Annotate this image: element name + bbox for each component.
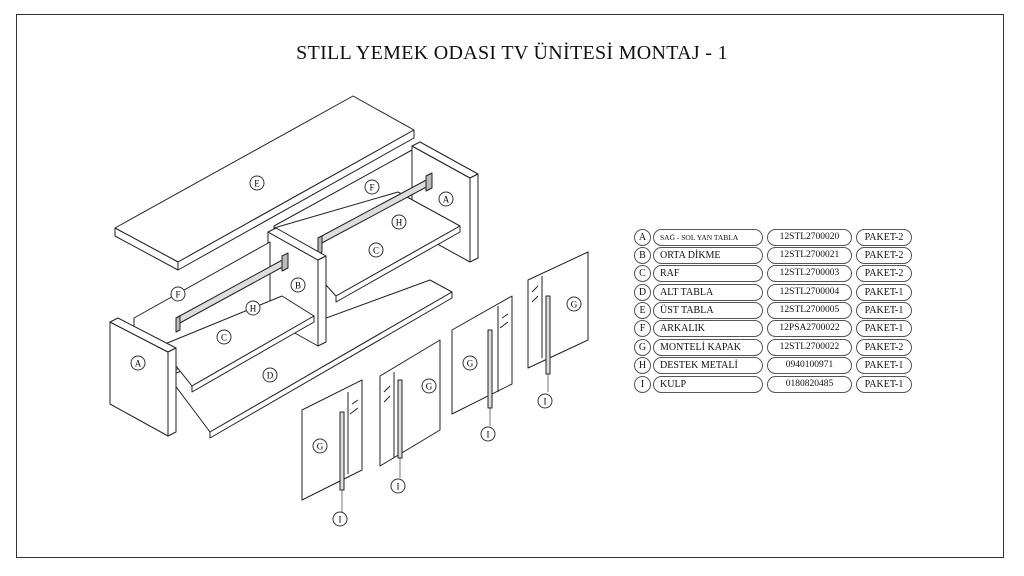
callout-c: C bbox=[368, 242, 384, 258]
part-letter: C bbox=[634, 265, 651, 282]
bottom-panel-d bbox=[167, 279, 453, 439]
label-h: H bbox=[396, 218, 403, 228]
drawing-frame bbox=[16, 14, 1004, 558]
callout-i: I bbox=[537, 393, 553, 409]
part-name: ALT TABLA bbox=[653, 284, 763, 301]
part-package: PAKET-1 bbox=[856, 284, 912, 301]
label-c: C bbox=[373, 246, 379, 256]
label-c: C bbox=[221, 333, 227, 343]
shelf-left bbox=[159, 295, 315, 393]
label-g: G bbox=[317, 442, 324, 452]
callout-g: G bbox=[421, 378, 437, 394]
part-name: ORTA DİKME bbox=[653, 247, 763, 264]
rail-left bbox=[175, 252, 289, 333]
part-letter: B bbox=[634, 247, 651, 264]
label-b: B bbox=[295, 281, 301, 291]
part-name: MONTELİ KAPAK bbox=[653, 339, 763, 356]
part-name: SAĞ - SOL YAN TABLA bbox=[653, 229, 763, 246]
part-name: KULP bbox=[653, 376, 763, 393]
callout-a: A bbox=[130, 355, 146, 371]
rail-right bbox=[317, 172, 433, 255]
label-i: I bbox=[397, 482, 400, 492]
label-a: A bbox=[135, 359, 142, 369]
label-a: A bbox=[443, 195, 450, 205]
part-letter: E bbox=[634, 302, 651, 319]
part-name: ÜST TABLA bbox=[653, 302, 763, 319]
callout-a: A bbox=[438, 191, 454, 207]
part-code: 12STL2700003 bbox=[767, 265, 852, 282]
callout-f: F bbox=[364, 179, 380, 195]
label-f: F bbox=[369, 183, 374, 193]
part-code: 12STL2700020 bbox=[767, 229, 852, 246]
part-code: 12STL2700005 bbox=[767, 302, 852, 319]
label-f: F bbox=[175, 290, 180, 300]
part-letter: D bbox=[634, 284, 651, 301]
page-title: STILL YEMEK ODASI TV ÜNİTESİ MONTAJ - 1 bbox=[296, 42, 728, 64]
callout-g: G bbox=[566, 296, 582, 312]
handle-leaders bbox=[341, 374, 549, 512]
part-package: PAKET-1 bbox=[856, 302, 912, 319]
label-i: I bbox=[339, 515, 342, 525]
label-e: E bbox=[254, 179, 260, 189]
top-panel-e bbox=[114, 95, 415, 271]
callout-e: E bbox=[249, 175, 265, 191]
label-i: I bbox=[487, 430, 490, 440]
part-package: PAKET-1 bbox=[856, 357, 912, 374]
callout-b: B bbox=[290, 277, 306, 293]
part-letter: A bbox=[634, 229, 651, 246]
callout-f: F bbox=[170, 286, 186, 302]
part-letter: F bbox=[634, 320, 651, 337]
part-package: PAKET-1 bbox=[856, 320, 912, 337]
part-package: PAKET-2 bbox=[856, 265, 912, 282]
part-letter: G bbox=[634, 339, 651, 356]
door-4 bbox=[527, 251, 589, 375]
part-package: PAKET-2 bbox=[856, 229, 912, 246]
part-package: PAKET-2 bbox=[856, 339, 912, 356]
part-name: ARKALIK bbox=[653, 320, 763, 337]
part-code: 12PSA2700022 bbox=[767, 320, 852, 337]
part-code: 12STL2700022 bbox=[767, 339, 852, 356]
label-g: G bbox=[467, 359, 474, 369]
callout-d: D bbox=[262, 367, 278, 383]
label-d: D bbox=[267, 371, 274, 381]
part-letter: H bbox=[634, 357, 651, 374]
part-code: 12STL2700004 bbox=[767, 284, 852, 301]
part-code: 12STL2700021 bbox=[767, 247, 852, 264]
door-2 bbox=[379, 339, 441, 467]
callout-h: H bbox=[245, 300, 261, 316]
part-package: PAKET-2 bbox=[856, 247, 912, 264]
callout-c: C bbox=[216, 329, 232, 345]
label-g: G bbox=[426, 382, 433, 392]
part-name: RAF bbox=[653, 265, 763, 282]
callout-i: I bbox=[480, 426, 496, 442]
side-panel-left bbox=[109, 317, 177, 437]
callout-g: G bbox=[462, 355, 478, 371]
label-i: I bbox=[544, 397, 547, 407]
door-1 bbox=[301, 379, 363, 501]
callout-i: I bbox=[332, 511, 348, 527]
part-letter: I bbox=[634, 376, 651, 393]
part-code: 0940100971 bbox=[767, 357, 852, 374]
door-3 bbox=[451, 295, 513, 415]
part-code: 0180820485 bbox=[767, 376, 852, 393]
label-h: H bbox=[250, 304, 257, 314]
part-package: PAKET-1 bbox=[856, 376, 912, 393]
callout-g: G bbox=[312, 438, 328, 454]
part-name: DESTEK METALİ bbox=[653, 357, 763, 374]
callout-i: I bbox=[390, 478, 406, 494]
label-g: G bbox=[571, 300, 578, 310]
callout-h: H bbox=[391, 214, 407, 230]
